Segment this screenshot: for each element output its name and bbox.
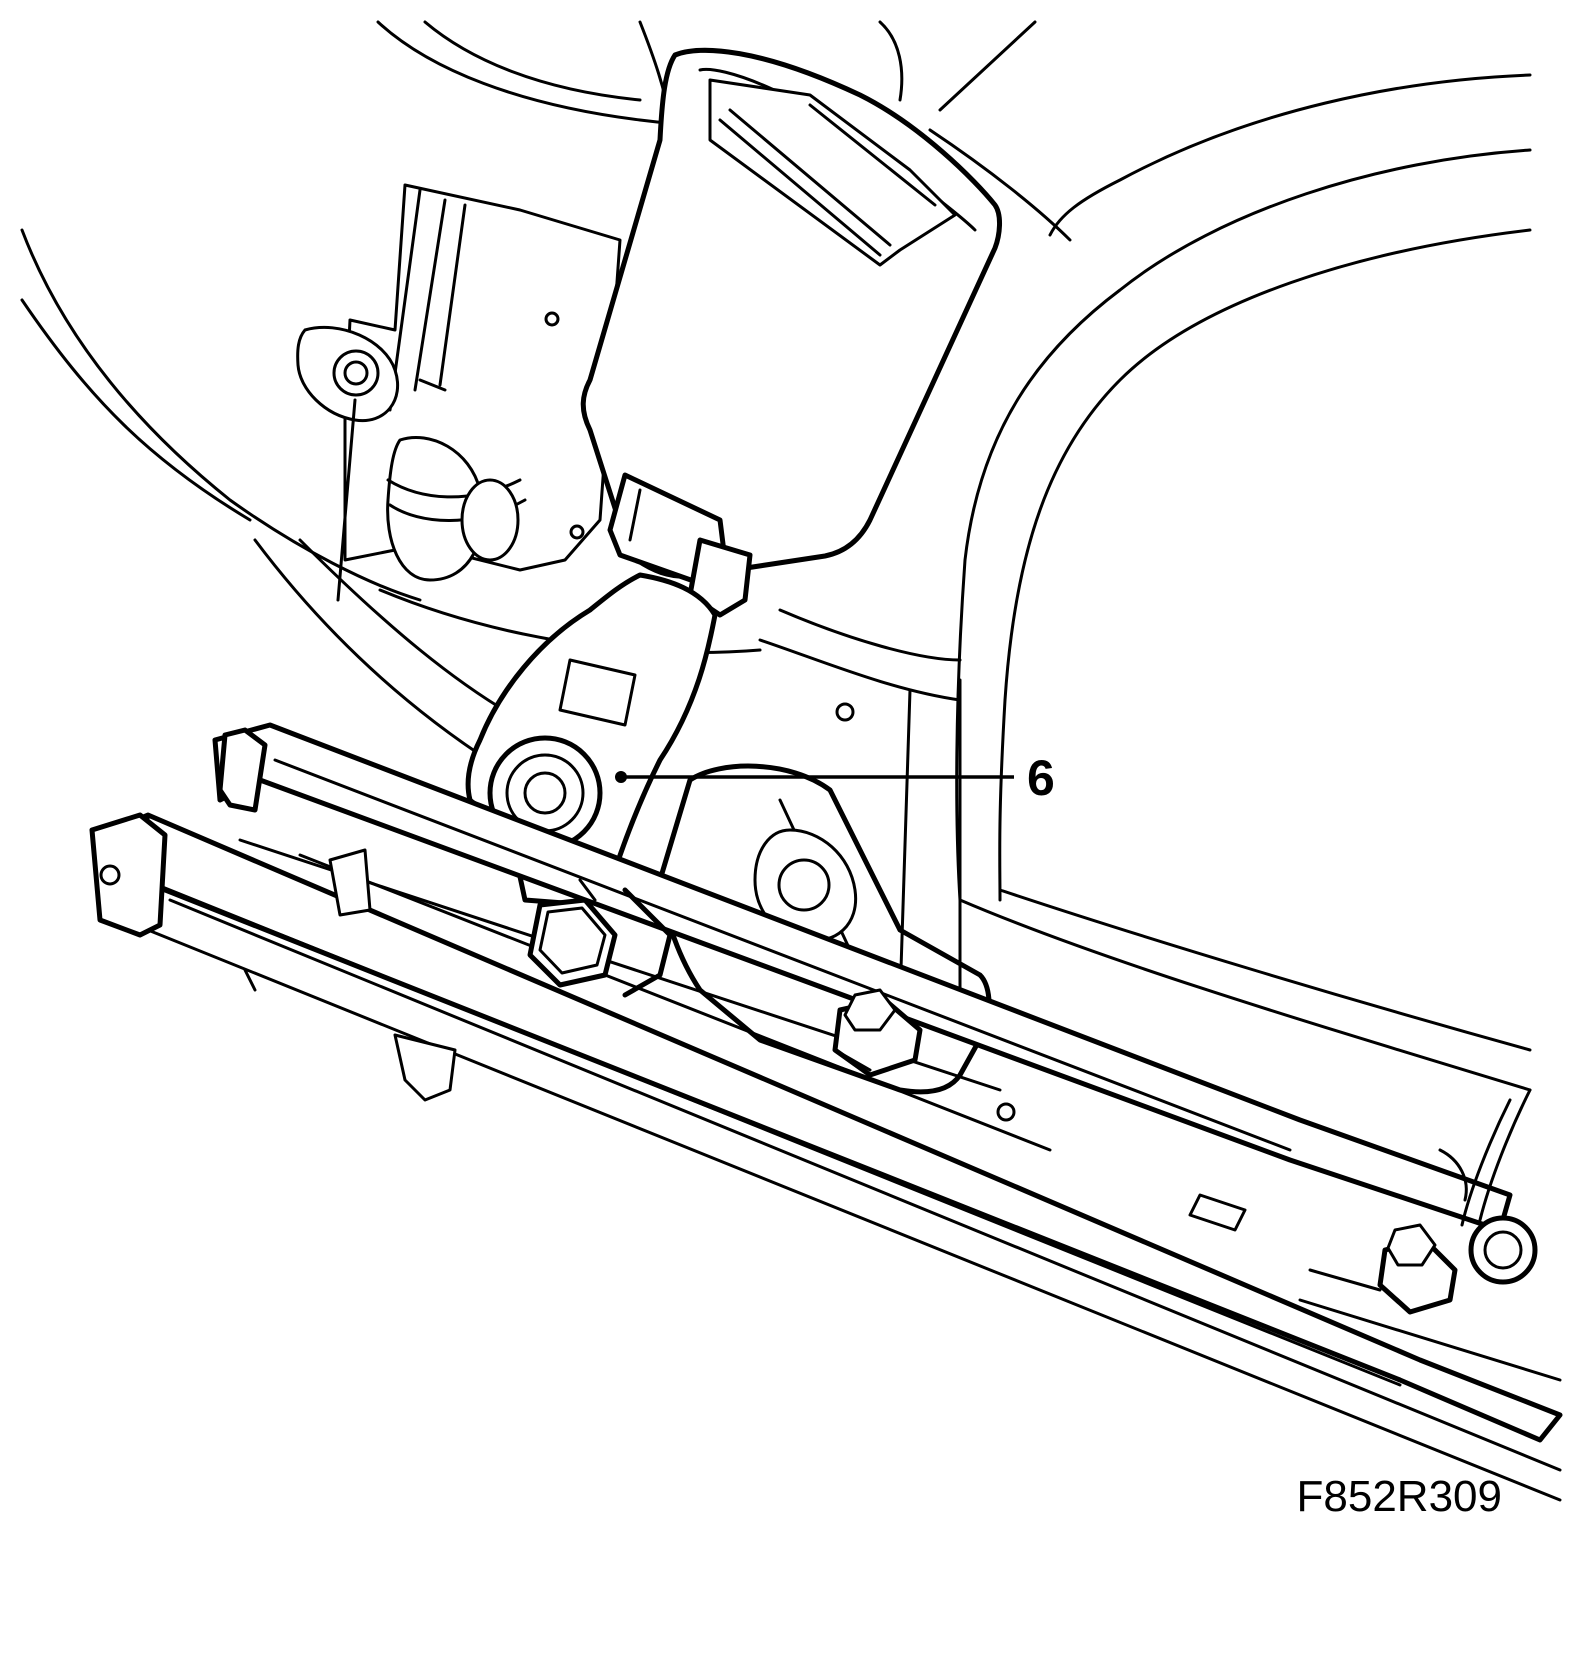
seat-belt-buckle [580, 47, 1002, 618]
callout-6-label: 6 [1027, 750, 1055, 806]
right-side-clip [1438, 1088, 1538, 1285]
rear-bracket [296, 183, 622, 602]
figure-code: F852R309 [1297, 1472, 1502, 1521]
rail-hex-nut-right [1298, 1223, 1562, 1382]
front-hex-bolt [527, 878, 673, 998]
rail-hex-nut-center [832, 988, 923, 1078]
callout-6: 6 [615, 750, 1055, 806]
seat-rail [89, 722, 1563, 1502]
